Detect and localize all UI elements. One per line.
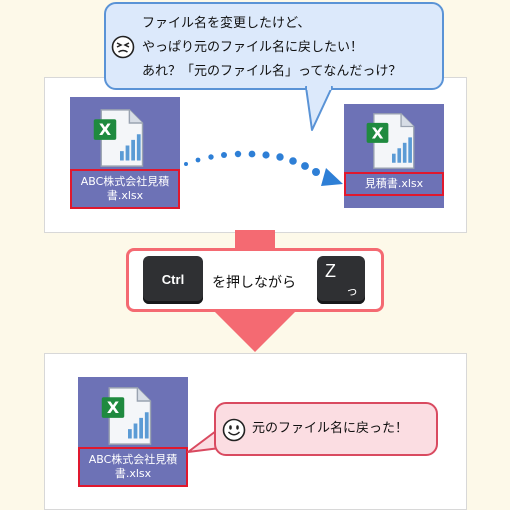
filename-line2: 書.xlsx: [114, 467, 152, 480]
z-key[interactable]: Z っ: [317, 256, 365, 304]
callout-line3: あれ？「元のファイル名」ってなんだっけ？: [142, 64, 402, 79]
dotted-arrow-icon: [184, 150, 343, 186]
filename-label-restored[interactable]: ABC株式会社見積 書.xlsx: [78, 447, 188, 487]
filename-label-before[interactable]: ABC株式会社見積 書.xlsx: [70, 169, 180, 209]
result-callout: 元のファイル名に戻った！: [214, 402, 438, 456]
excel-file-icon[interactable]: [364, 112, 420, 170]
troubled-face-icon: [111, 35, 135, 59]
connector-text: を押しながら: [212, 275, 296, 291]
result-text: 元のファイル名に戻った！: [252, 421, 409, 436]
thought-callout: ファイル名を変更したけど、 やっぱり元のファイル名に戻したい！ あれ？「元のファ…: [104, 2, 444, 90]
filename-label-after[interactable]: 見積書.xlsx: [344, 172, 444, 196]
smiling-face-icon: [222, 418, 246, 442]
filename-line1: ABC株式会社見積: [88, 453, 178, 466]
z-key-label: Z: [325, 261, 336, 281]
filename-line1: ABC株式会社見積: [80, 175, 170, 188]
callout-line2: やっぱり元のファイル名に戻したい！: [142, 40, 364, 55]
excel-file-icon[interactable]: [90, 108, 150, 168]
ctrl-key-label: Ctrl: [161, 272, 185, 287]
excel-file-icon[interactable]: [98, 386, 158, 446]
z-key-kana: っ: [345, 284, 358, 298]
filename-line2: 書.xlsx: [106, 189, 144, 202]
ctrl-key[interactable]: Ctrl: [143, 256, 203, 304]
callout-line1: ファイル名を変更したけど、: [142, 16, 311, 31]
filename-text: 見積書.xlsx: [364, 177, 424, 190]
callout-tail: [305, 86, 333, 131]
